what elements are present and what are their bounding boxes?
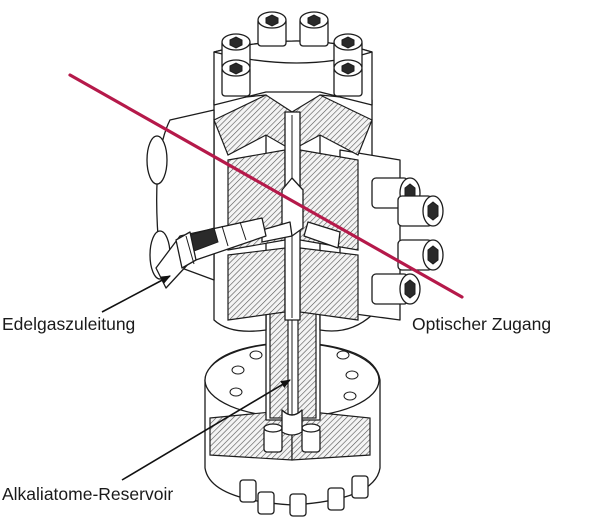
bolt-head xyxy=(299,11,329,47)
laser-beam xyxy=(68,73,464,299)
bottom-flange xyxy=(204,341,381,517)
reservoir-tube xyxy=(265,299,321,436)
bolt-head xyxy=(221,59,251,97)
gas-feed-arrow xyxy=(101,275,171,313)
top-flange xyxy=(213,40,373,106)
side-bolts xyxy=(371,177,444,305)
bolt-head xyxy=(397,239,444,271)
alkali-reservoir-label: Alkaliatome-Reservoir xyxy=(2,484,173,504)
optical-access-label: Optischer Zugang xyxy=(412,314,551,334)
top-bolts xyxy=(221,11,363,97)
gas-feed-label: Edelgaszuleitung xyxy=(2,314,135,334)
reservoir-arrow xyxy=(121,379,291,481)
bolt-head xyxy=(397,195,444,227)
bolt-head xyxy=(371,273,421,305)
main-chamber-body xyxy=(146,94,401,332)
gas-feed-fitting xyxy=(155,217,267,289)
bolt-head xyxy=(257,11,287,47)
bolt-head xyxy=(333,59,363,97)
